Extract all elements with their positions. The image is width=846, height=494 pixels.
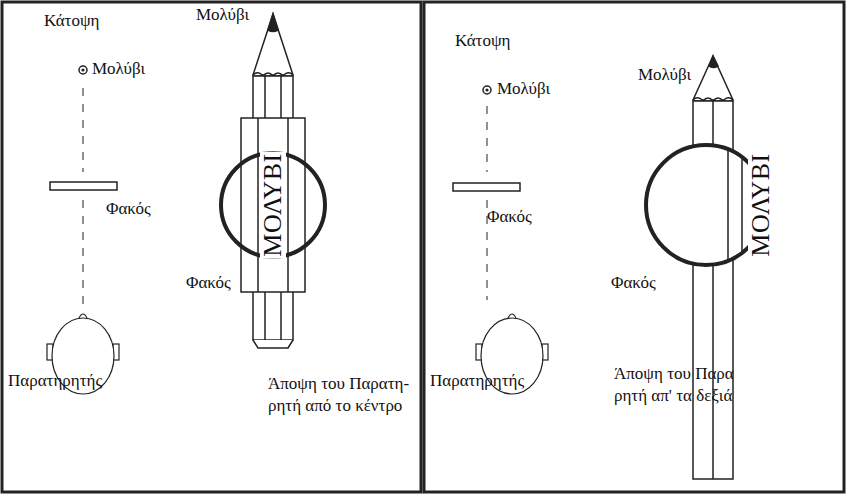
view-caption: Άποψη του Παρατη- ρητή από το κέντρο [268, 373, 420, 417]
pencil [221, 14, 325, 348]
view-label: Κάτοψη [44, 10, 99, 32]
view-label: Κάτοψη [455, 30, 510, 52]
panel-frame [2, 2, 421, 492]
object-label: Μολύβι [196, 4, 249, 26]
pencil-text: ΜΟΛΥΒΙ [748, 151, 774, 258]
plan-view [453, 86, 548, 394]
object-label: Μολύβι [92, 58, 145, 80]
view-caption: Άποψη του Παρα ρητή απ' τα δεξιά [614, 363, 748, 407]
pencil-text: ΜΟΛΥΒΙ [260, 151, 286, 258]
object-label: Μολύβι [638, 64, 691, 86]
lens-label: Φακός [106, 198, 151, 220]
observer-label: Παρατηρητής [430, 370, 524, 392]
lens-label: Φακός [487, 206, 532, 228]
panel-frame [424, 2, 844, 492]
object-label: Μολύβι [497, 78, 550, 100]
lens-label: Φακός [186, 272, 231, 294]
lens-label: Φακός [611, 272, 656, 294]
observer-label: Παρατηρητής [8, 370, 102, 392]
pencil [646, 56, 790, 479]
plan-view [47, 66, 119, 394]
